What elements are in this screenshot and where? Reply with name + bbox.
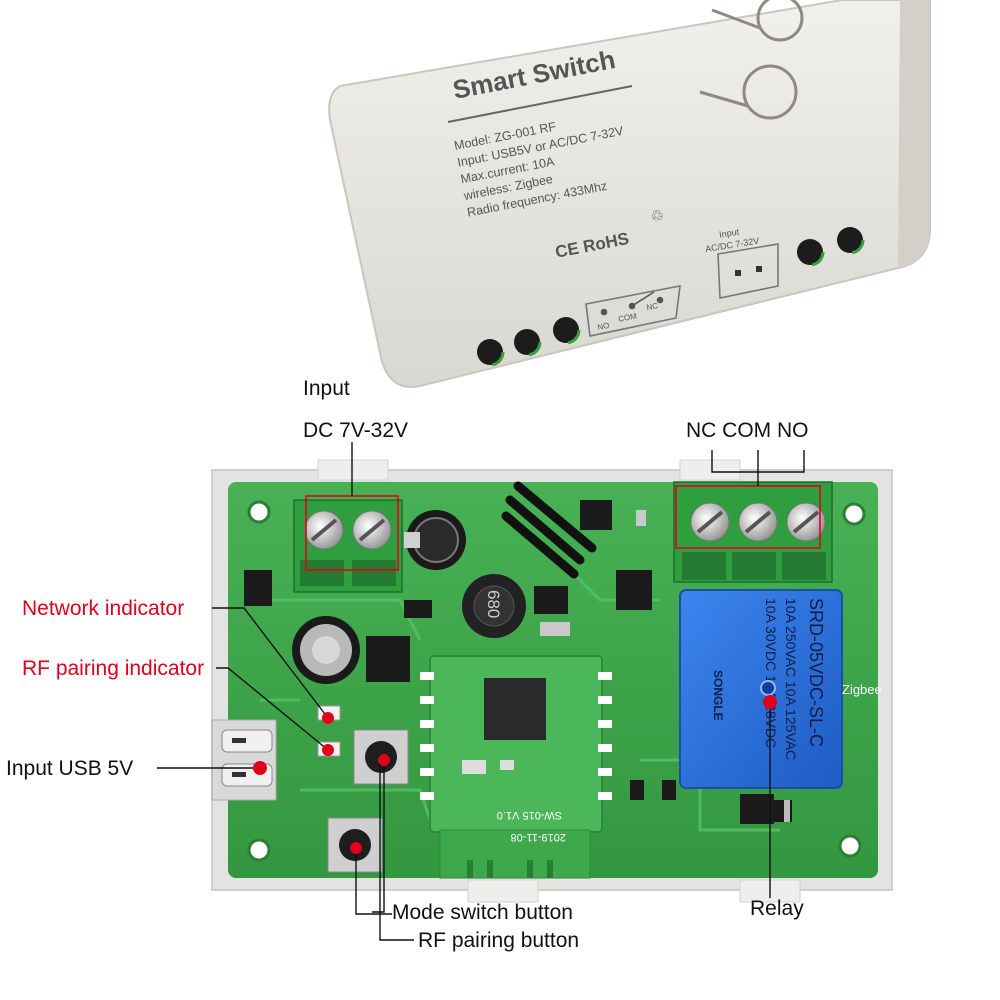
mounting-hole-icon xyxy=(699,0,804,120)
case-input-label: Input xyxy=(718,227,740,240)
board-edge-text: Zigbee xyxy=(842,682,882,697)
case-screw-terminals xyxy=(475,225,865,367)
rf-pairing-button-label: RF pairing button xyxy=(418,929,580,952)
pcb-board: 680 xyxy=(211,459,893,903)
recycle-icon: ♲ xyxy=(649,207,665,226)
dc-input-terminal xyxy=(293,499,403,593)
relay-label: Relay xyxy=(750,897,804,920)
mode-switch-button-label: Mode switch button xyxy=(392,901,573,924)
dc-range-label: DC 7V-32V xyxy=(303,419,409,442)
module-date: 2019-11-08 xyxy=(511,831,566,843)
smd-components xyxy=(244,500,774,824)
relay: SRD-05VDC-SL-C 10A 250VAC 10A 125VAC 10A… xyxy=(679,589,843,789)
relay-contact-symbol xyxy=(600,291,664,316)
rf-pairing-indicator-label: RF pairing indicator xyxy=(22,657,205,680)
inductor-code: 680 xyxy=(484,590,503,618)
diode xyxy=(746,800,792,822)
relay-rating: 10A 250VAC 10A 125VAC xyxy=(783,598,799,760)
callout-dots xyxy=(253,695,777,854)
smart-switch-case: Smart Switch Model: ZG-001 RF Input: USB… xyxy=(328,0,931,388)
relay-model: SRD-05VDC-SL-C xyxy=(806,598,826,747)
zigbee-module: 2019-11-08 SW-015 V1.0 xyxy=(420,655,612,879)
relay-rating: 10A 30VDC 10A 28VDC xyxy=(763,598,779,748)
relay-output-terminal xyxy=(673,481,833,583)
case-terminal-label: COM xyxy=(617,311,637,323)
input-label: Input xyxy=(303,377,350,400)
relay-brand: SONGLE xyxy=(711,670,725,721)
network-indicator-label: Network indicator xyxy=(22,597,185,620)
inductor: 680 xyxy=(462,574,526,638)
capacitor xyxy=(292,510,466,684)
case-terminal-label: NC xyxy=(646,301,659,312)
coil-antenna xyxy=(501,481,597,579)
micro-usb-port xyxy=(211,719,277,801)
module-version: SW-015 V1.0 xyxy=(497,809,562,821)
input-usb-label: Input USB 5V xyxy=(6,757,134,780)
case-terminal-label: NO xyxy=(597,321,610,332)
relay-terminals-label: NC COM NO xyxy=(686,419,809,442)
